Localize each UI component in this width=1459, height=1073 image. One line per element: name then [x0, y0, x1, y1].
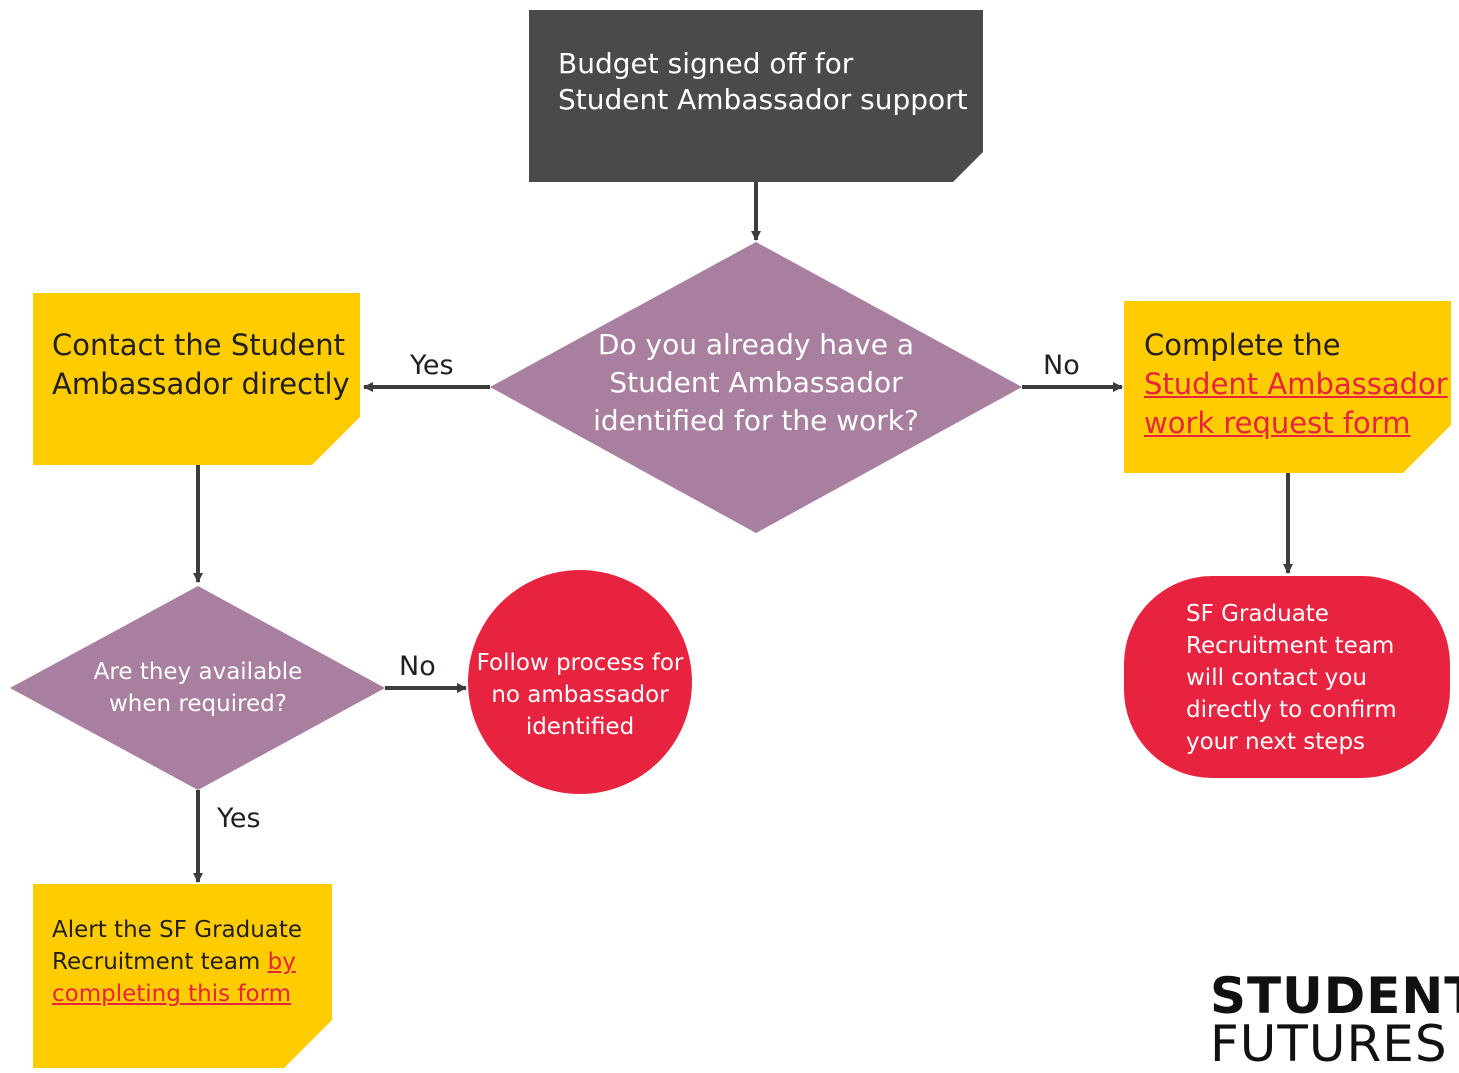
- contact-ambassador-box: Contact the Student Ambassador directly: [33, 293, 360, 465]
- alert-team-box: Alert the SF Graduate Recruitment team b…: [33, 884, 332, 1068]
- decision-available-line-2: when required?: [108, 691, 287, 717]
- decision-diamond-available: [10, 586, 385, 790]
- complete-form-box: Complete the Student Ambassador work req…: [1124, 301, 1451, 473]
- decision-available-text: Are they available when required?: [48, 656, 348, 720]
- sf-line-2: Recruitment team: [1186, 633, 1395, 659]
- contact-line-1: Contact the Student: [52, 328, 346, 362]
- sf-line-3: will contact you: [1186, 665, 1367, 691]
- logo-line-2: FUTURES: [1210, 1015, 1448, 1073]
- decision-main-line-3: identified for the work?: [593, 404, 919, 437]
- logo-line-1: STUDENT: [1210, 967, 1459, 1025]
- sf-line-4: directly to confirm: [1186, 697, 1397, 723]
- follow-process-text: Follow process for no ambassador identif…: [470, 647, 690, 743]
- follow-line-3: identified: [525, 714, 635, 740]
- label-available-yes: Yes: [217, 803, 261, 834]
- alert-line-1: Alert the SF Graduate: [52, 917, 303, 943]
- complete-line-1: Complete the: [1144, 328, 1341, 362]
- start-line-1: Budget signed off for: [558, 47, 854, 80]
- contact-line-2: Ambassador directly: [52, 367, 350, 401]
- decision-main-text: Do you already have a Student Ambassador…: [556, 326, 956, 440]
- work-request-form-link-2[interactable]: work request form: [1144, 406, 1411, 440]
- label-main-yes: Yes: [410, 350, 454, 381]
- sf-contact-text: SF Graduate Recruitment team will contac…: [1186, 598, 1436, 758]
- decision-main-line-2: Student Ambassador: [609, 366, 903, 399]
- alert-line-2-text: Recruitment team: [52, 949, 268, 975]
- sf-line-5: your next steps: [1186, 729, 1366, 755]
- follow-line-2: no ambassador: [491, 682, 669, 708]
- follow-process-circle: [468, 570, 692, 794]
- decision-diamond-main: [490, 242, 1022, 533]
- completing-form-link-1[interactable]: by: [267, 949, 296, 975]
- work-request-form-link-1[interactable]: Student Ambassador: [1144, 367, 1448, 401]
- label-main-no: No: [1043, 350, 1080, 381]
- decision-main-line-1: Do you already have a: [597, 328, 915, 361]
- follow-line-1: Follow process for: [476, 650, 684, 676]
- start-box: Budget signed off for Student Ambassador…: [529, 10, 983, 182]
- label-available-no: No: [399, 651, 436, 682]
- sf-line-1: SF Graduate: [1186, 601, 1329, 627]
- decision-available-line-1: Are they available: [93, 659, 303, 685]
- completing-form-link-2[interactable]: completing this form: [52, 981, 292, 1007]
- sf-contact-pill: [1124, 576, 1450, 778]
- student-futures-logo: STUDENT FUTURES: [1210, 967, 1459, 1073]
- start-line-2: Student Ambassador support: [558, 83, 968, 117]
